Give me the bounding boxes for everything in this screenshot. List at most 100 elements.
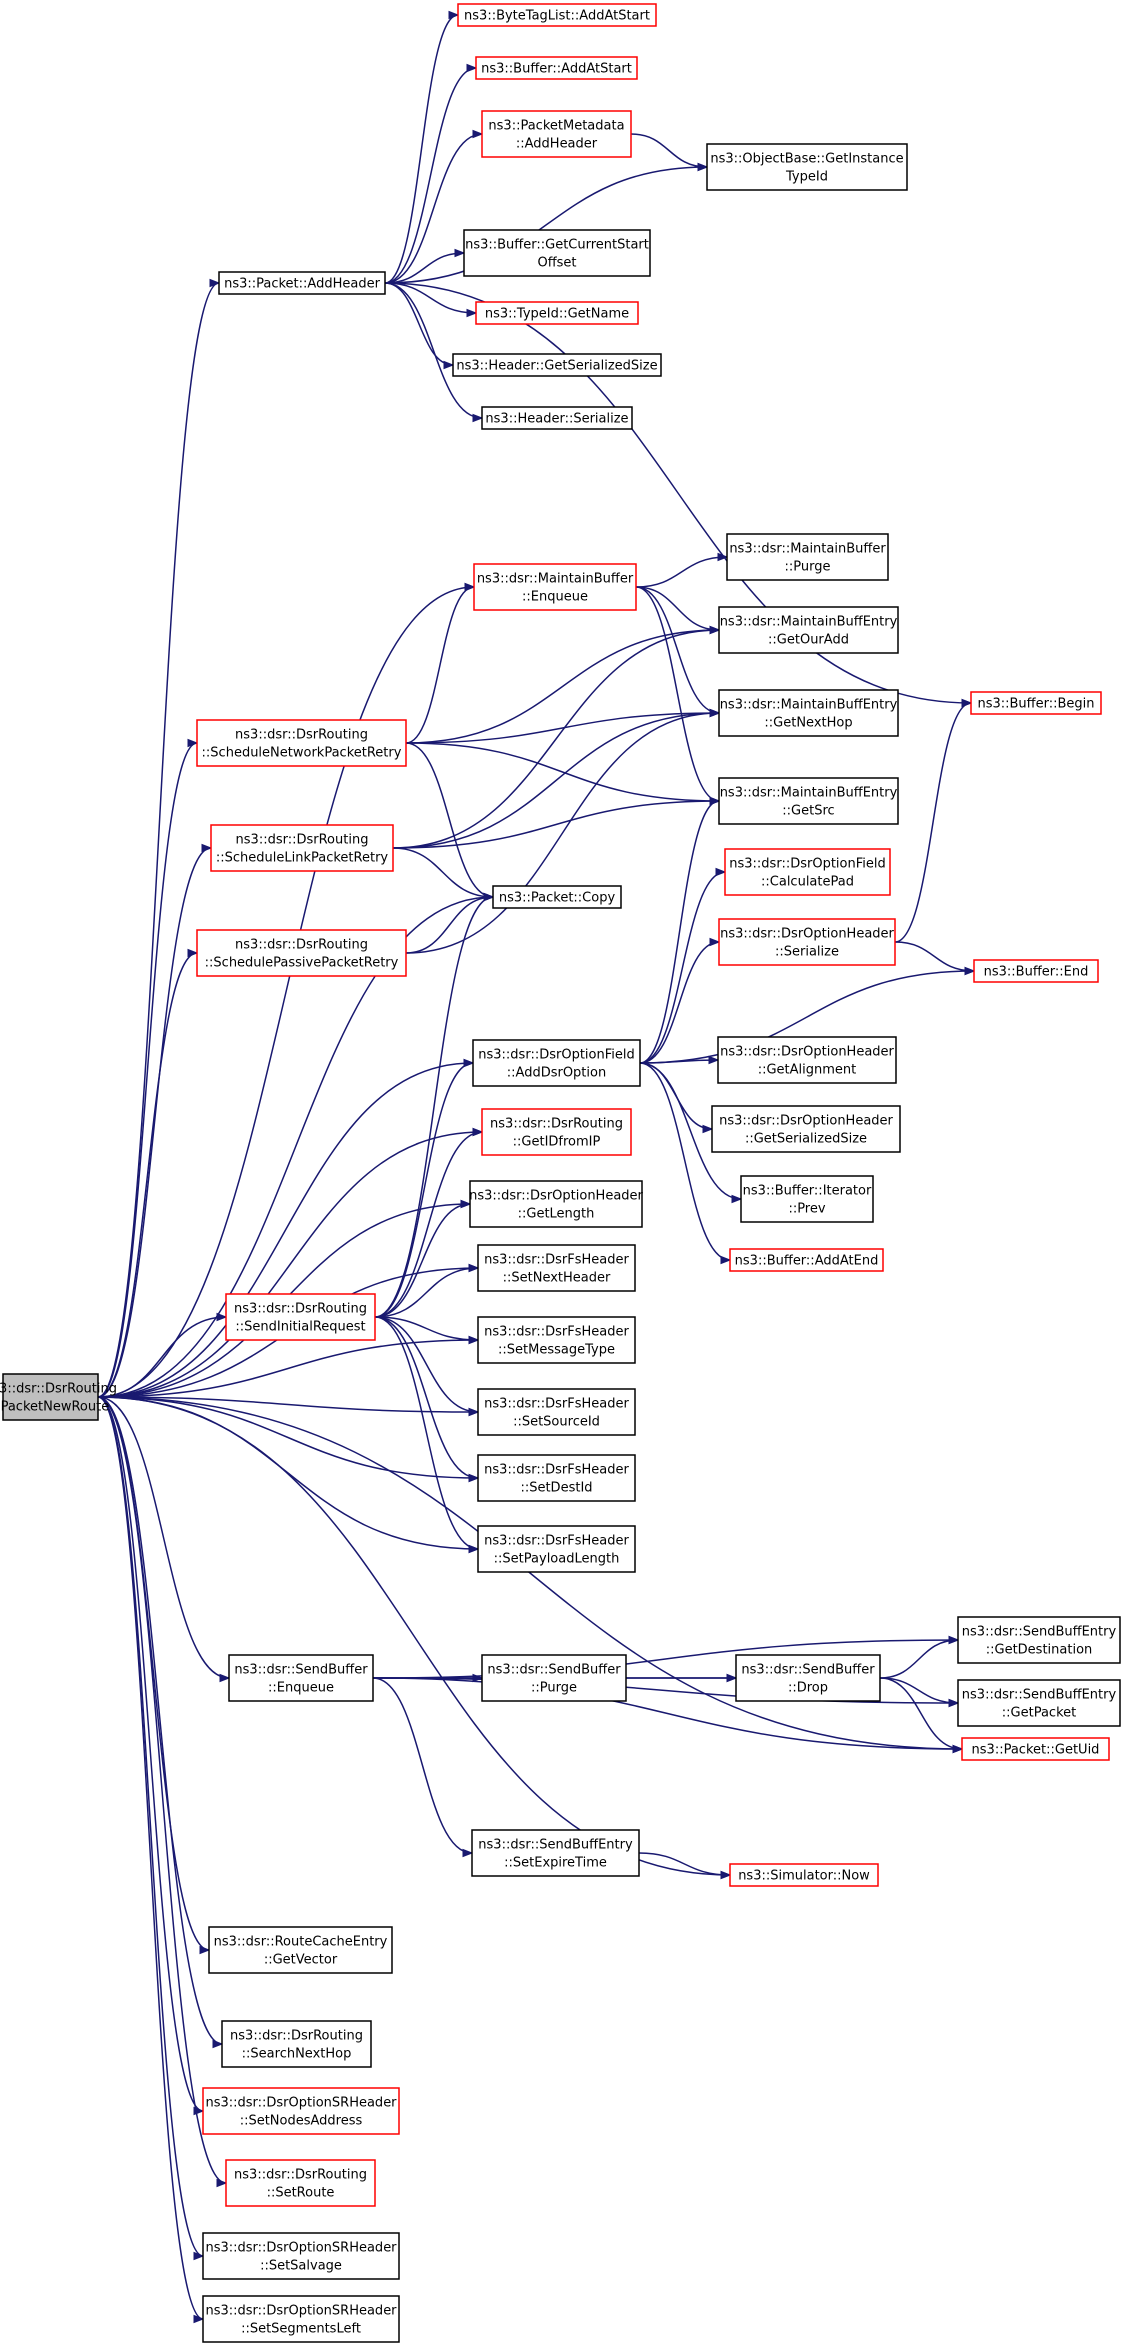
node-getuid[interactable]: ns3::Packet::GetUid xyxy=(961,1737,1110,1761)
node-label: ::GetLength xyxy=(518,1207,595,1222)
node-label: ::ScheduleNetworkPacketRetry xyxy=(202,746,402,761)
node-sbpurge[interactable]: ns3::dsr::SendBuffer::Purge xyxy=(481,1654,627,1702)
node-label: ns3::dsr::DsrRouting xyxy=(490,1117,623,1132)
edge-arrowhead xyxy=(472,1127,484,1137)
node-box xyxy=(724,848,891,896)
node-pmaddheader[interactable]: ns3::PacketMetadata::AddHeader xyxy=(481,110,632,158)
edge-arrowhead xyxy=(731,1194,743,1204)
node-bufaddend[interactable]: ns3::Buffer::AddAtEnd xyxy=(729,1248,884,1272)
edge-arrowhead xyxy=(952,1744,964,1754)
edge-arrowhead xyxy=(483,892,495,902)
node-getidfromip[interactable]: ns3::dsr::DsrRouting::GetIDfromIP xyxy=(481,1108,632,1156)
node-root[interactable]: ns3::dsr::DsrRouting::PacketNewRoute xyxy=(0,1373,117,1421)
node-box xyxy=(729,1248,884,1272)
node-bufend[interactable]: ns3::Buffer::End xyxy=(973,959,1099,983)
edge-arrowhead xyxy=(717,552,729,562)
edge-arrowhead xyxy=(468,1407,480,1417)
node-setsegleft[interactable]: ns3::dsr::DsrOptionSRHeader::SetSegments… xyxy=(202,2295,400,2343)
node-sbdrop[interactable]: ns3::dsr::SendBuffer::Drop xyxy=(735,1654,881,1702)
node-sbenqueue[interactable]: ns3::dsr::SendBuffer::Enqueue xyxy=(228,1654,374,1702)
edge-sendinit-to-getidfromip xyxy=(374,1127,484,1318)
edge-arrowhead xyxy=(715,867,727,877)
node-box xyxy=(477,1525,636,1573)
node-box xyxy=(210,824,394,872)
node-box xyxy=(477,1316,636,1364)
node-mbpurge[interactable]: ns3::dsr::MaintainBuffer::Purge xyxy=(726,533,889,581)
node-setsrcid[interactable]: ns3::dsr::DsrFsHeader::SetSourceId xyxy=(477,1388,636,1436)
edge-root-to-schednet xyxy=(97,738,199,1398)
node-label: ::AddHeader xyxy=(516,137,598,152)
edge-sendinit-to-pktcopy xyxy=(374,892,495,1318)
node-sendinit[interactable]: ns3::dsr::DsrRouting::SendInitialRequest xyxy=(225,1293,376,1341)
node-getouradd[interactable]: ns3::dsr::MaintainBuffEntry::GetOurAdd xyxy=(718,606,899,654)
edge-schednet-to-getnexthop xyxy=(405,708,721,744)
node-calcpad[interactable]: ns3::dsr::DsrOptionField::CalculatePad xyxy=(724,848,891,896)
node-label: ::Enqueue xyxy=(268,1681,334,1696)
node-typeidname[interactable]: ns3::TypeId::GetName xyxy=(475,301,639,325)
node-getsrc[interactable]: ns3::dsr::MaintainBuffEntry::GetSrc xyxy=(718,777,899,825)
node-label: ns3::Buffer::GetCurrentStart xyxy=(465,238,649,253)
node-adddsroption[interactable]: ns3::dsr::DsrOptionField::AddDsrOption xyxy=(472,1039,641,1087)
node-box xyxy=(196,719,407,767)
node-bytetag[interactable]: ns3::ByteTagList::AddAtStart xyxy=(457,3,657,27)
node-label: ::SchedulePassivePacketRetry xyxy=(205,956,399,971)
node-label: ns3::Packet::Copy xyxy=(499,891,616,906)
node-ohserialize[interactable]: ns3::dsr::DsrOptionHeader::Serialize xyxy=(718,918,896,966)
node-pktcopy[interactable]: ns3::Packet::Copy xyxy=(492,885,622,909)
node-box xyxy=(957,1679,1121,1727)
node-schedpassive[interactable]: ns3::dsr::DsrRouting::SchedulePassivePac… xyxy=(196,929,407,977)
node-getalign[interactable]: ns3::dsr::DsrOptionHeader::GetAlignment xyxy=(717,1036,897,1084)
node-setsalvage[interactable]: ns3::dsr::DsrOptionSRHeader::SetSalvage xyxy=(202,2232,400,2280)
node-setexpire[interactable]: ns3::dsr::SendBuffEntry::SetExpireTime xyxy=(471,1829,640,1877)
node-getnexthop[interactable]: ns3::dsr::MaintainBuffEntry::GetNextHop xyxy=(718,689,899,737)
node-addheader[interactable]: ns3::Packet::AddHeader xyxy=(218,271,386,295)
node-setpaylen[interactable]: ns3::dsr::DsrFsHeader::SetPayloadLength xyxy=(477,1525,636,1573)
node-iterprev[interactable]: ns3::Buffer::Iterator::Prev xyxy=(740,1175,874,1223)
node-ohsersize[interactable]: ns3::dsr::DsrOptionHeader::GetSerialized… xyxy=(711,1105,901,1153)
node-getlength[interactable]: ns3::dsr::DsrOptionHeader::GetLength xyxy=(469,1180,644,1228)
node-bufbegin[interactable]: ns3::Buffer::Begin xyxy=(970,691,1102,715)
node-label: TypeId xyxy=(785,170,828,185)
node-label: ns3::Packet::GetUid xyxy=(972,1743,1100,1758)
node-schednet[interactable]: ns3::dsr::DsrRouting::ScheduleNetworkPac… xyxy=(196,719,407,767)
node-getvector[interactable]: ns3::dsr::RouteCacheEntry::GetVector xyxy=(208,1926,393,1974)
node-label: ns3::Packet::AddHeader xyxy=(224,277,380,292)
edge-adddsroption-to-getalign xyxy=(639,1055,720,1065)
node-label: ::SetSourceId xyxy=(513,1415,600,1430)
node-label: ns3::dsr::DsrFsHeader xyxy=(484,1253,629,1268)
node-label: ns3::dsr::DsrOptionHeader xyxy=(469,1189,643,1204)
edge-adddsroption-to-ohserialize xyxy=(639,937,721,1064)
node-box xyxy=(718,689,899,737)
node-label: ns3::Header::Serialize xyxy=(485,412,628,427)
node-box xyxy=(718,777,899,825)
node-setdestid[interactable]: ns3::dsr::DsrFsHeader::SetDestId xyxy=(477,1454,636,1502)
edge-arrowhead xyxy=(472,129,484,139)
node-label: ns3::dsr::DsrOptionHeader xyxy=(720,1045,894,1060)
node-setnodesaddr[interactable]: ns3::dsr::DsrOptionSRHeader::SetNodesAdd… xyxy=(202,2087,400,2135)
node-setnexthdr[interactable]: ns3::dsr::DsrFsHeader::SetNextHeader xyxy=(477,1244,636,1292)
node-setmsgtype[interactable]: ns3::dsr::DsrFsHeader::SetMessageType xyxy=(477,1316,636,1364)
edge-mbenqueue-to-mbpurge xyxy=(635,552,729,588)
edge-schedpassive-to-getnexthop xyxy=(405,708,721,954)
node-simnow[interactable]: ns3::Simulator::Now xyxy=(729,1863,879,1887)
node-schedlink[interactable]: ns3::dsr::DsrRouting::ScheduleLinkPacket… xyxy=(210,824,394,872)
node-box xyxy=(208,1926,393,1974)
node-bufaddstart[interactable]: ns3::Buffer::AddAtStart xyxy=(475,56,638,80)
edge-schednet-to-mbenqueue xyxy=(405,582,476,744)
edge-arrowhead xyxy=(216,2178,228,2188)
node-hdrserialize[interactable]: ns3::Header::Serialize xyxy=(481,406,633,430)
node-sbgetpacket[interactable]: ns3::dsr::SendBuffEntry::GetPacket xyxy=(957,1679,1121,1727)
node-setroute[interactable]: ns3::dsr::DsrRouting::SetRoute xyxy=(225,2159,376,2207)
node-label: ns3::dsr::MaintainBuffEntry xyxy=(720,615,898,630)
node-mbenqueue[interactable]: ns3::dsr::MaintainBuffer::Enqueue xyxy=(473,563,637,611)
node-getdest[interactable]: ns3::dsr::SendBuffEntry::GetDestination xyxy=(957,1616,1121,1664)
node-searchnext[interactable]: ns3::dsr::DsrRouting::SearchNextHop xyxy=(221,2020,372,2068)
edge-root-to-setdestid xyxy=(97,1396,480,1483)
edge-arrowhead xyxy=(708,1055,720,1065)
node-hdrsersize[interactable]: ns3::Header::GetSerializedSize xyxy=(452,353,662,377)
edge-arrowhead xyxy=(209,278,221,288)
edge-addheader-to-hdrsersize xyxy=(384,282,455,370)
edge-root-to-sendinit xyxy=(97,1312,228,1398)
